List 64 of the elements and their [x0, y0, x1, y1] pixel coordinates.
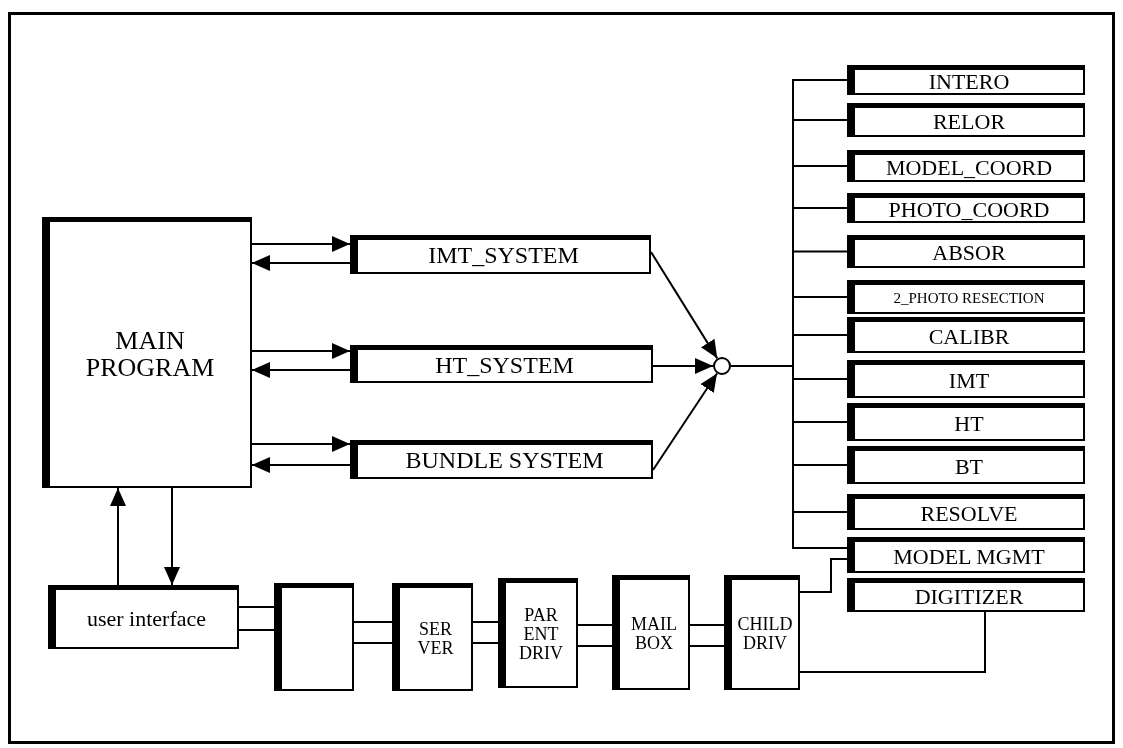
process-box	[847, 578, 1085, 612]
connector	[251, 457, 351, 473]
connector	[164, 487, 180, 586]
process-box	[847, 317, 1085, 353]
node-label: DIGITIZER	[913, 584, 1025, 609]
node-label: BUNDLE SYSTEM	[404, 448, 605, 474]
process-box	[847, 235, 1085, 268]
node-label: 2_PHOTO RESECTION	[892, 290, 1046, 307]
process-box	[847, 280, 1085, 314]
process-box	[274, 583, 354, 691]
process-box	[847, 193, 1085, 223]
process-box	[48, 585, 239, 649]
process-box	[498, 578, 578, 688]
node-label: PHOTO_COORD	[887, 197, 1051, 222]
connector	[652, 372, 718, 471]
node-label: RELOR	[931, 109, 1007, 134]
connector	[577, 624, 613, 647]
node-label: INTERO	[927, 69, 1011, 94]
connector	[251, 436, 351, 452]
process-box	[350, 345, 653, 383]
node-label: CALIBR	[927, 324, 1011, 349]
connector	[689, 624, 725, 647]
connector	[110, 487, 126, 586]
connector	[251, 343, 351, 359]
node-label: MODEL_COORD	[884, 155, 1054, 180]
node-label: IMT	[947, 368, 991, 393]
node-label: MAIN PROGRAM	[84, 326, 216, 382]
connector	[238, 606, 275, 631]
process-box	[847, 403, 1085, 441]
connector	[251, 255, 351, 271]
node-label: MODEL MGMT	[892, 544, 1046, 569]
process-box	[847, 65, 1085, 95]
connector	[650, 251, 719, 360]
node-label: BT	[953, 454, 985, 479]
node-label: IMT_SYSTEM	[427, 243, 580, 269]
node-label: ABSOR	[931, 241, 1007, 265]
process-box	[847, 494, 1085, 530]
process-box	[847, 360, 1085, 398]
node-label: user interface	[85, 606, 208, 631]
process-box	[724, 575, 800, 690]
process-box	[612, 575, 690, 690]
process-box	[847, 150, 1085, 182]
node-label: RESOLVE	[919, 501, 1019, 526]
process-box	[847, 446, 1085, 484]
connector	[251, 362, 351, 378]
node-label: SER VER	[416, 619, 455, 658]
node-label: MAIL BOX	[630, 615, 678, 653]
process-box	[42, 217, 252, 488]
process-box	[847, 537, 1085, 573]
process-box	[350, 235, 651, 274]
node-label: CHILD DRIV	[736, 615, 794, 653]
node-label: HT	[953, 411, 985, 436]
connector	[799, 611, 986, 673]
process-box	[350, 440, 653, 479]
process-box	[847, 103, 1085, 137]
node-label: PAR ENT DRIV	[518, 606, 564, 663]
process-box	[392, 583, 473, 691]
connector	[652, 358, 714, 374]
connector	[353, 621, 393, 644]
connector	[730, 365, 848, 549]
connector	[251, 236, 351, 252]
connector	[472, 621, 499, 644]
connector	[799, 558, 848, 593]
node-label: HT_SYSTEM	[434, 352, 575, 379]
